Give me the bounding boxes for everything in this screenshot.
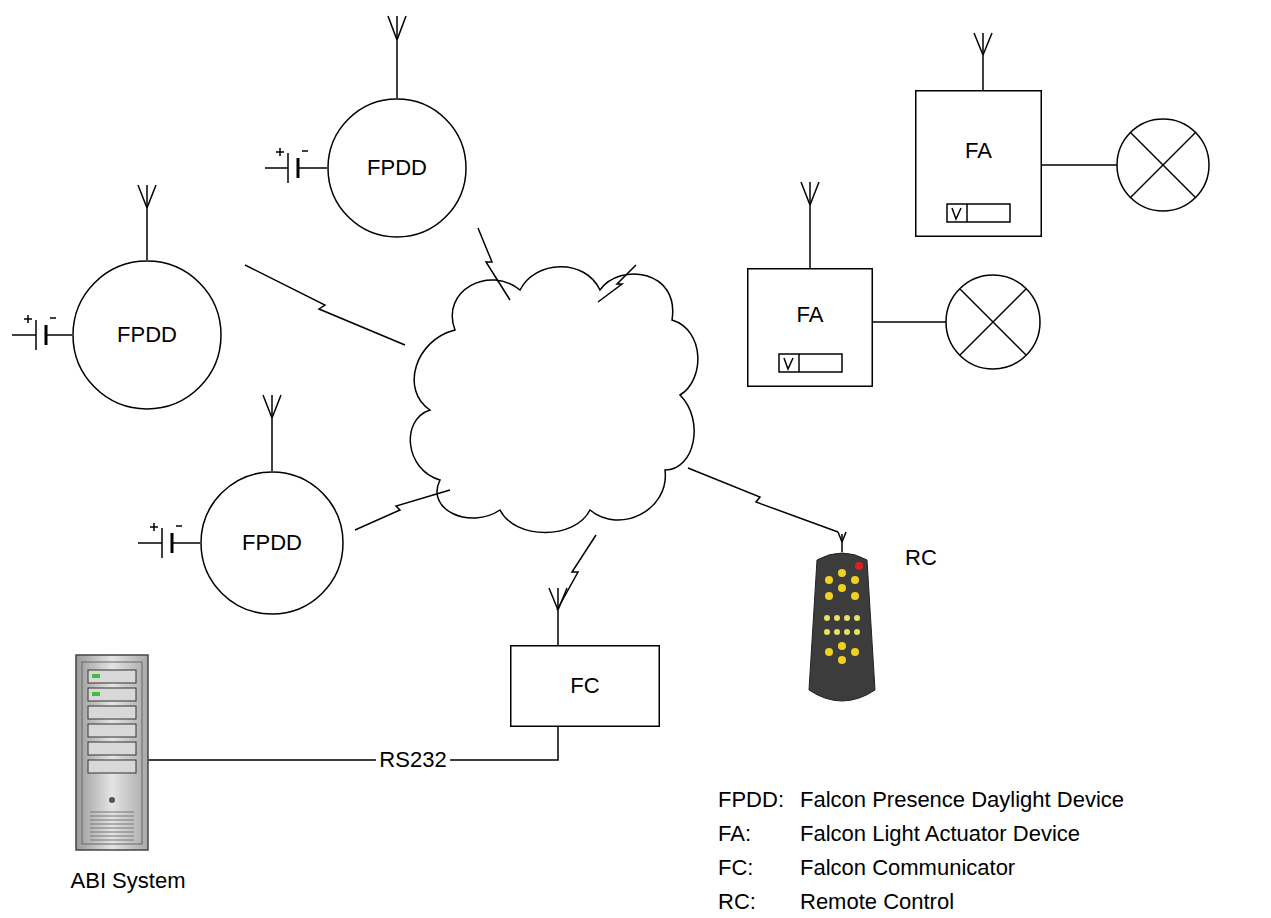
legend-abbreviation: FC: [718,856,753,880]
network-cloud [410,267,698,533]
node-label: FA [797,303,824,327]
communicator-box: FC [510,645,660,727]
legend-abbreviation: FA: [718,822,751,846]
legend-description: Falcon Communicator [800,856,1015,880]
wireless-link [688,468,838,532]
server-system: ABI System [66,650,190,895]
server-system-outline [66,650,190,895]
node-label: FPDD [242,531,302,555]
node-label: FPDD [117,323,177,347]
wireless-link [355,490,450,530]
legend-description: Falcon Presence Daylight Device [800,788,1124,812]
serial-connector [148,727,558,760]
remote-control: RC [805,540,945,710]
legend-abbreviation: FPDD: [718,788,784,812]
presence-device: FPDD [72,260,222,410]
legend-description: Falcon Light Actuator Device [800,822,1080,846]
actuator-box-outline [915,90,1042,237]
legend-abbreviation: RC: [718,890,756,914]
node-label: ABI System [71,869,186,893]
wireless-link [598,265,636,302]
wireless-link [478,228,510,300]
wireless-link [557,535,596,610]
node-label: FA [965,139,992,163]
wireless-link [245,265,405,345]
node-label: FPDD [367,156,427,180]
node-label: RC [905,546,937,570]
edge-label: RS232 [376,748,449,772]
actuator-box: FA [915,90,1042,237]
presence-device: FPDD [200,471,344,615]
actuator-box-outline [747,268,873,387]
legend-description: Remote Control [800,890,954,914]
node-label: FC [570,674,599,698]
antenna [138,16,992,645]
actuator-box: FA [747,268,873,387]
presence-device: FPDD [327,98,467,238]
